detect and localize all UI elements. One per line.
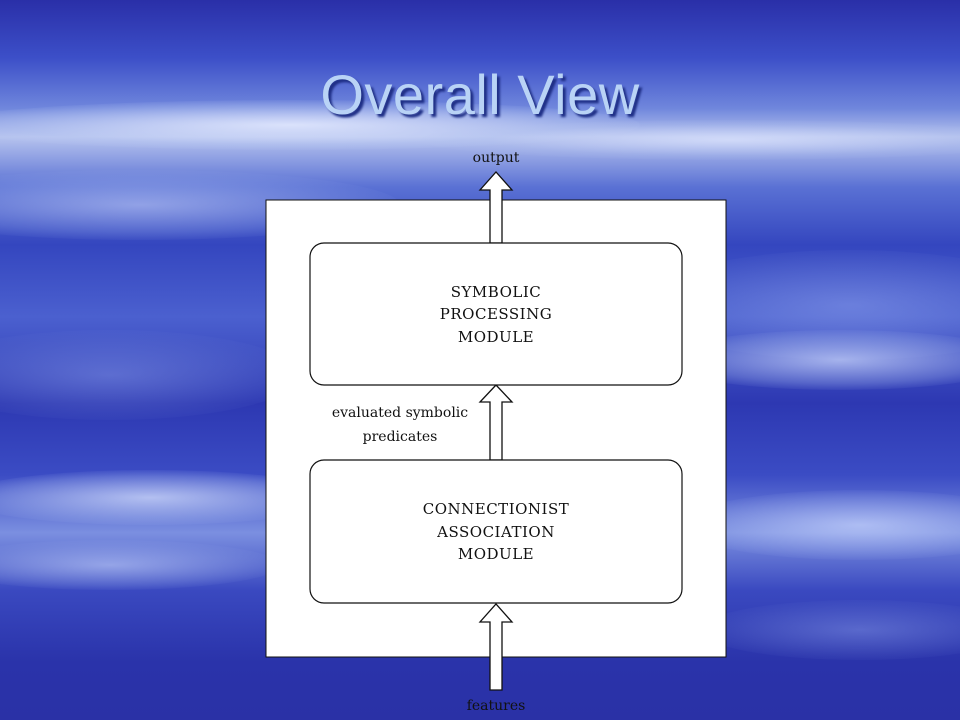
connectionist-module-line2: ASSOCIATION bbox=[436, 523, 555, 541]
slide-title: Overall View bbox=[320, 63, 640, 126]
output-arrow bbox=[478, 171, 514, 244]
predicates-label-line1: evaluated symbolic bbox=[332, 405, 468, 421]
connectionist-module-line3: MODULE bbox=[458, 545, 534, 563]
symbolic-processing-module bbox=[309, 242, 683, 386]
features-label: features bbox=[467, 698, 526, 714]
symbolic-module-line2: PROCESSING bbox=[440, 305, 552, 323]
symbolic-module-line1: SYMBOLIC bbox=[451, 283, 542, 301]
symbolic-module-line3: MODULE bbox=[458, 328, 534, 346]
connectionist-association-module bbox=[309, 459, 683, 604]
predicates-label-line2: predicates bbox=[363, 429, 438, 445]
connectionist-module-line1: CONNECTIONIST bbox=[423, 500, 570, 518]
features-arrow bbox=[478, 603, 514, 691]
predicates-arrow bbox=[478, 384, 514, 461]
output-label: output bbox=[473, 150, 520, 166]
